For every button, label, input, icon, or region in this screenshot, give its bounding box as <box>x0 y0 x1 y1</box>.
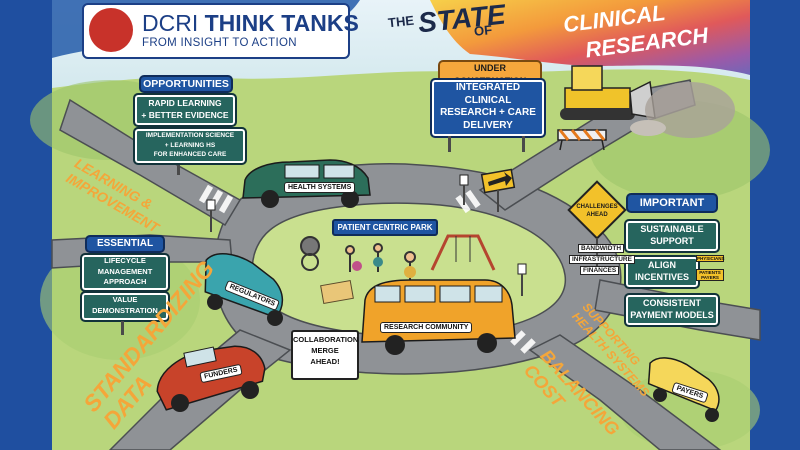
integrated-line2: CLINICAL <box>464 94 512 106</box>
consistent-line1: CONSISTENT <box>642 298 701 308</box>
lifecycle-line1: LIFECYCLE <box>104 256 146 265</box>
opportunity-rapid-learning-line2: + BETTER EVIDENCE <box>141 110 229 120</box>
challenge-finances-tag: FINANCES <box>580 266 620 275</box>
opportunity-implementation-line2: + LEARNING HS <box>164 141 216 149</box>
important-sustainable-support: SUSTAINABLE SUPPORT <box>624 219 720 253</box>
sustainable-line2: SUPPORT <box>650 236 694 246</box>
physicians-tag: PHYSICIANS <box>696 255 725 262</box>
lifecycle-line3: APPROACH <box>103 277 147 286</box>
opportunity-implementation-line1: IMPLEMENTATION SCIENCE <box>145 132 235 139</box>
collaboration-line3: AHEAD! <box>310 357 340 366</box>
opportunities-panel: OPPORTUNITIES RAPID LEARNING + BETTER EV… <box>127 75 247 175</box>
challenges-line2: AHEAD <box>586 212 608 218</box>
important-panel: IMPORTANT SUSTAINABLE SUPPORT ALIGN INCE… <box>618 193 725 328</box>
integrated-clinical-research-sign: INTEGRATED CLINICAL RESEARCH + CARE DELI… <box>430 78 546 138</box>
vehicle-health-systems-label: HEALTH SYSTEMS <box>284 182 356 193</box>
building-icon <box>89 8 133 52</box>
collaboration-merge-sign: COLLABORATION MERGE AHEAD! <box>291 330 359 380</box>
integrated-line3: RESEARCH + CARE <box>440 107 536 118</box>
integrated-line1: INTEGRATED <box>455 82 521 93</box>
value-line2: DEMONSTRATION <box>92 306 158 315</box>
patients-payers-tag: PATIENTS PAYERS <box>696 269 724 281</box>
opportunity-rapid-learning-line1: RAPID LEARNING <box>148 98 222 108</box>
opportunities-header: OPPORTUNITIES <box>139 75 233 93</box>
challenges-line1: CHALLENGES <box>576 204 618 210</box>
lifecycle-line2: MANAGEMENT <box>97 266 153 276</box>
sustainable-line1: SUSTAINABLE <box>640 224 704 234</box>
opportunity-rapid-learning: RAPID LEARNING + BETTER EVIDENCE <box>133 93 237 127</box>
essential-header: ESSENTIAL <box>85 235 165 253</box>
essential-value-demonstration: VALUE DEMONSTRATION <box>80 291 170 322</box>
challenge-bandwidth-tag: BANDWIDTH <box>578 244 625 253</box>
title-of: OF <box>473 22 493 39</box>
essential-lifecycle-management: LIFECYCLE MANAGEMENT APPROACH <box>80 253 170 292</box>
integrated-line4: DELIVERY <box>463 119 513 131</box>
important-header: IMPORTANT <box>626 193 718 213</box>
challenges-ahead-sign: CHALLENGES AHEAD <box>574 203 620 219</box>
logo-subtitle: FROM INSIGHT TO ACTION <box>142 37 297 49</box>
important-align-incentives: ALIGN INCENTIVES <box>624 255 700 289</box>
essential-panel: ESSENTIAL LIFECYCLE MANAGEMENT APPROACH … <box>77 235 170 345</box>
collaboration-line2: MERGE <box>311 346 339 355</box>
important-consistent-payment: CONSISTENT PAYMENT MODELS <box>624 293 720 327</box>
value-line1: VALUE <box>112 295 138 304</box>
opportunity-implementation-science: IMPLEMENTATION SCIENCE + LEARNING HS FOR… <box>133 127 247 165</box>
collaboration-line1: COLLABORATION <box>293 335 359 344</box>
consistent-line2: PAYMENT MODELS <box>630 310 714 320</box>
dcri-logo: DCRI THINK TANKS FROM INSIGHT TO ACTION <box>82 3 359 59</box>
logo-title: DCRI THINK TANKS <box>142 10 359 36</box>
vehicle-research-community-label: RESEARCH COMMUNITY <box>380 322 473 333</box>
challenge-infrastructure-tag: INFRASTRUCTURE <box>569 255 635 264</box>
align-line1: ALIGN <box>648 260 676 270</box>
under-construction-panel: UNDER CONSTRUCTION INTEGRATED CLINICAL R… <box>430 60 546 152</box>
patient-centric-park-sign: PATIENT CENTRIC PARK <box>332 219 438 236</box>
title-the: THE <box>387 12 415 31</box>
opportunity-implementation-line3: FOR ENHANCED CARE <box>153 151 227 158</box>
align-line2: INCENTIVES <box>634 272 689 282</box>
